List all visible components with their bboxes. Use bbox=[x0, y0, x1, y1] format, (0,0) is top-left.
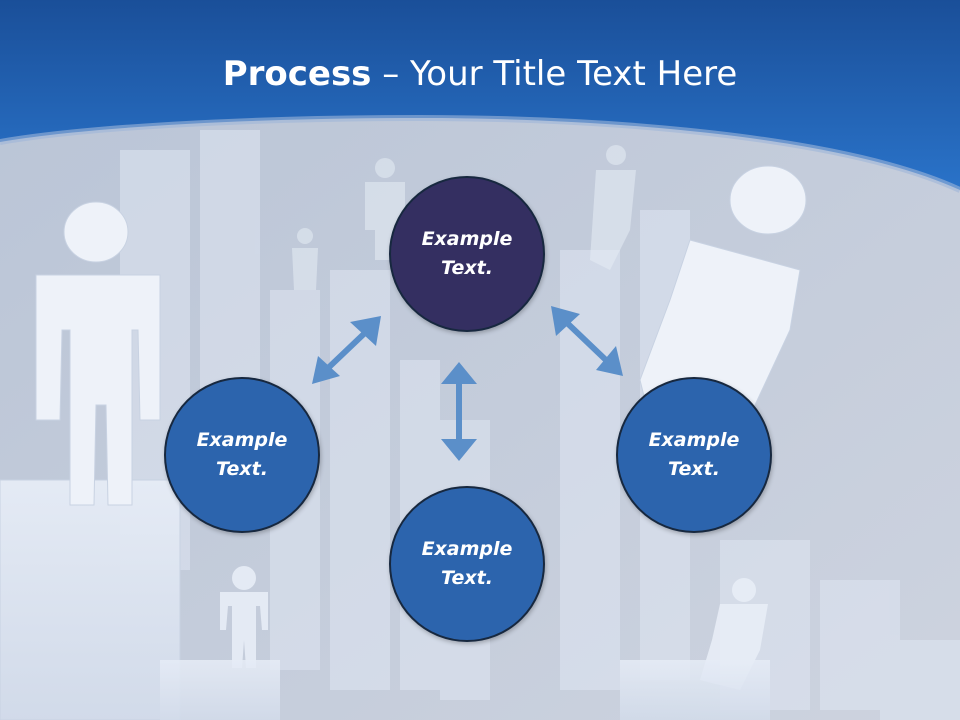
node-text: Example Text. bbox=[421, 228, 513, 279]
process-node-bottom: Example Text. bbox=[389, 486, 545, 642]
title-bold: Process bbox=[222, 54, 372, 94]
arrow-top-right bbox=[551, 306, 623, 376]
node-text: Example Text. bbox=[648, 429, 740, 480]
arrow-vertical bbox=[441, 362, 477, 461]
slide-title: Process – Your Title Text Here bbox=[0, 52, 960, 96]
process-node-left: Example Text. bbox=[164, 377, 320, 533]
node-text: Example Text. bbox=[196, 429, 288, 480]
title-rest: – Your Title Text Here bbox=[371, 54, 738, 94]
process-node-right: Example Text. bbox=[616, 377, 772, 533]
arrow-top-left bbox=[312, 316, 381, 384]
person-figure-left bbox=[0, 201, 181, 720]
process-node-top: Example Text. bbox=[389, 176, 545, 332]
header-band bbox=[0, 0, 960, 190]
node-text: Example Text. bbox=[421, 538, 513, 589]
